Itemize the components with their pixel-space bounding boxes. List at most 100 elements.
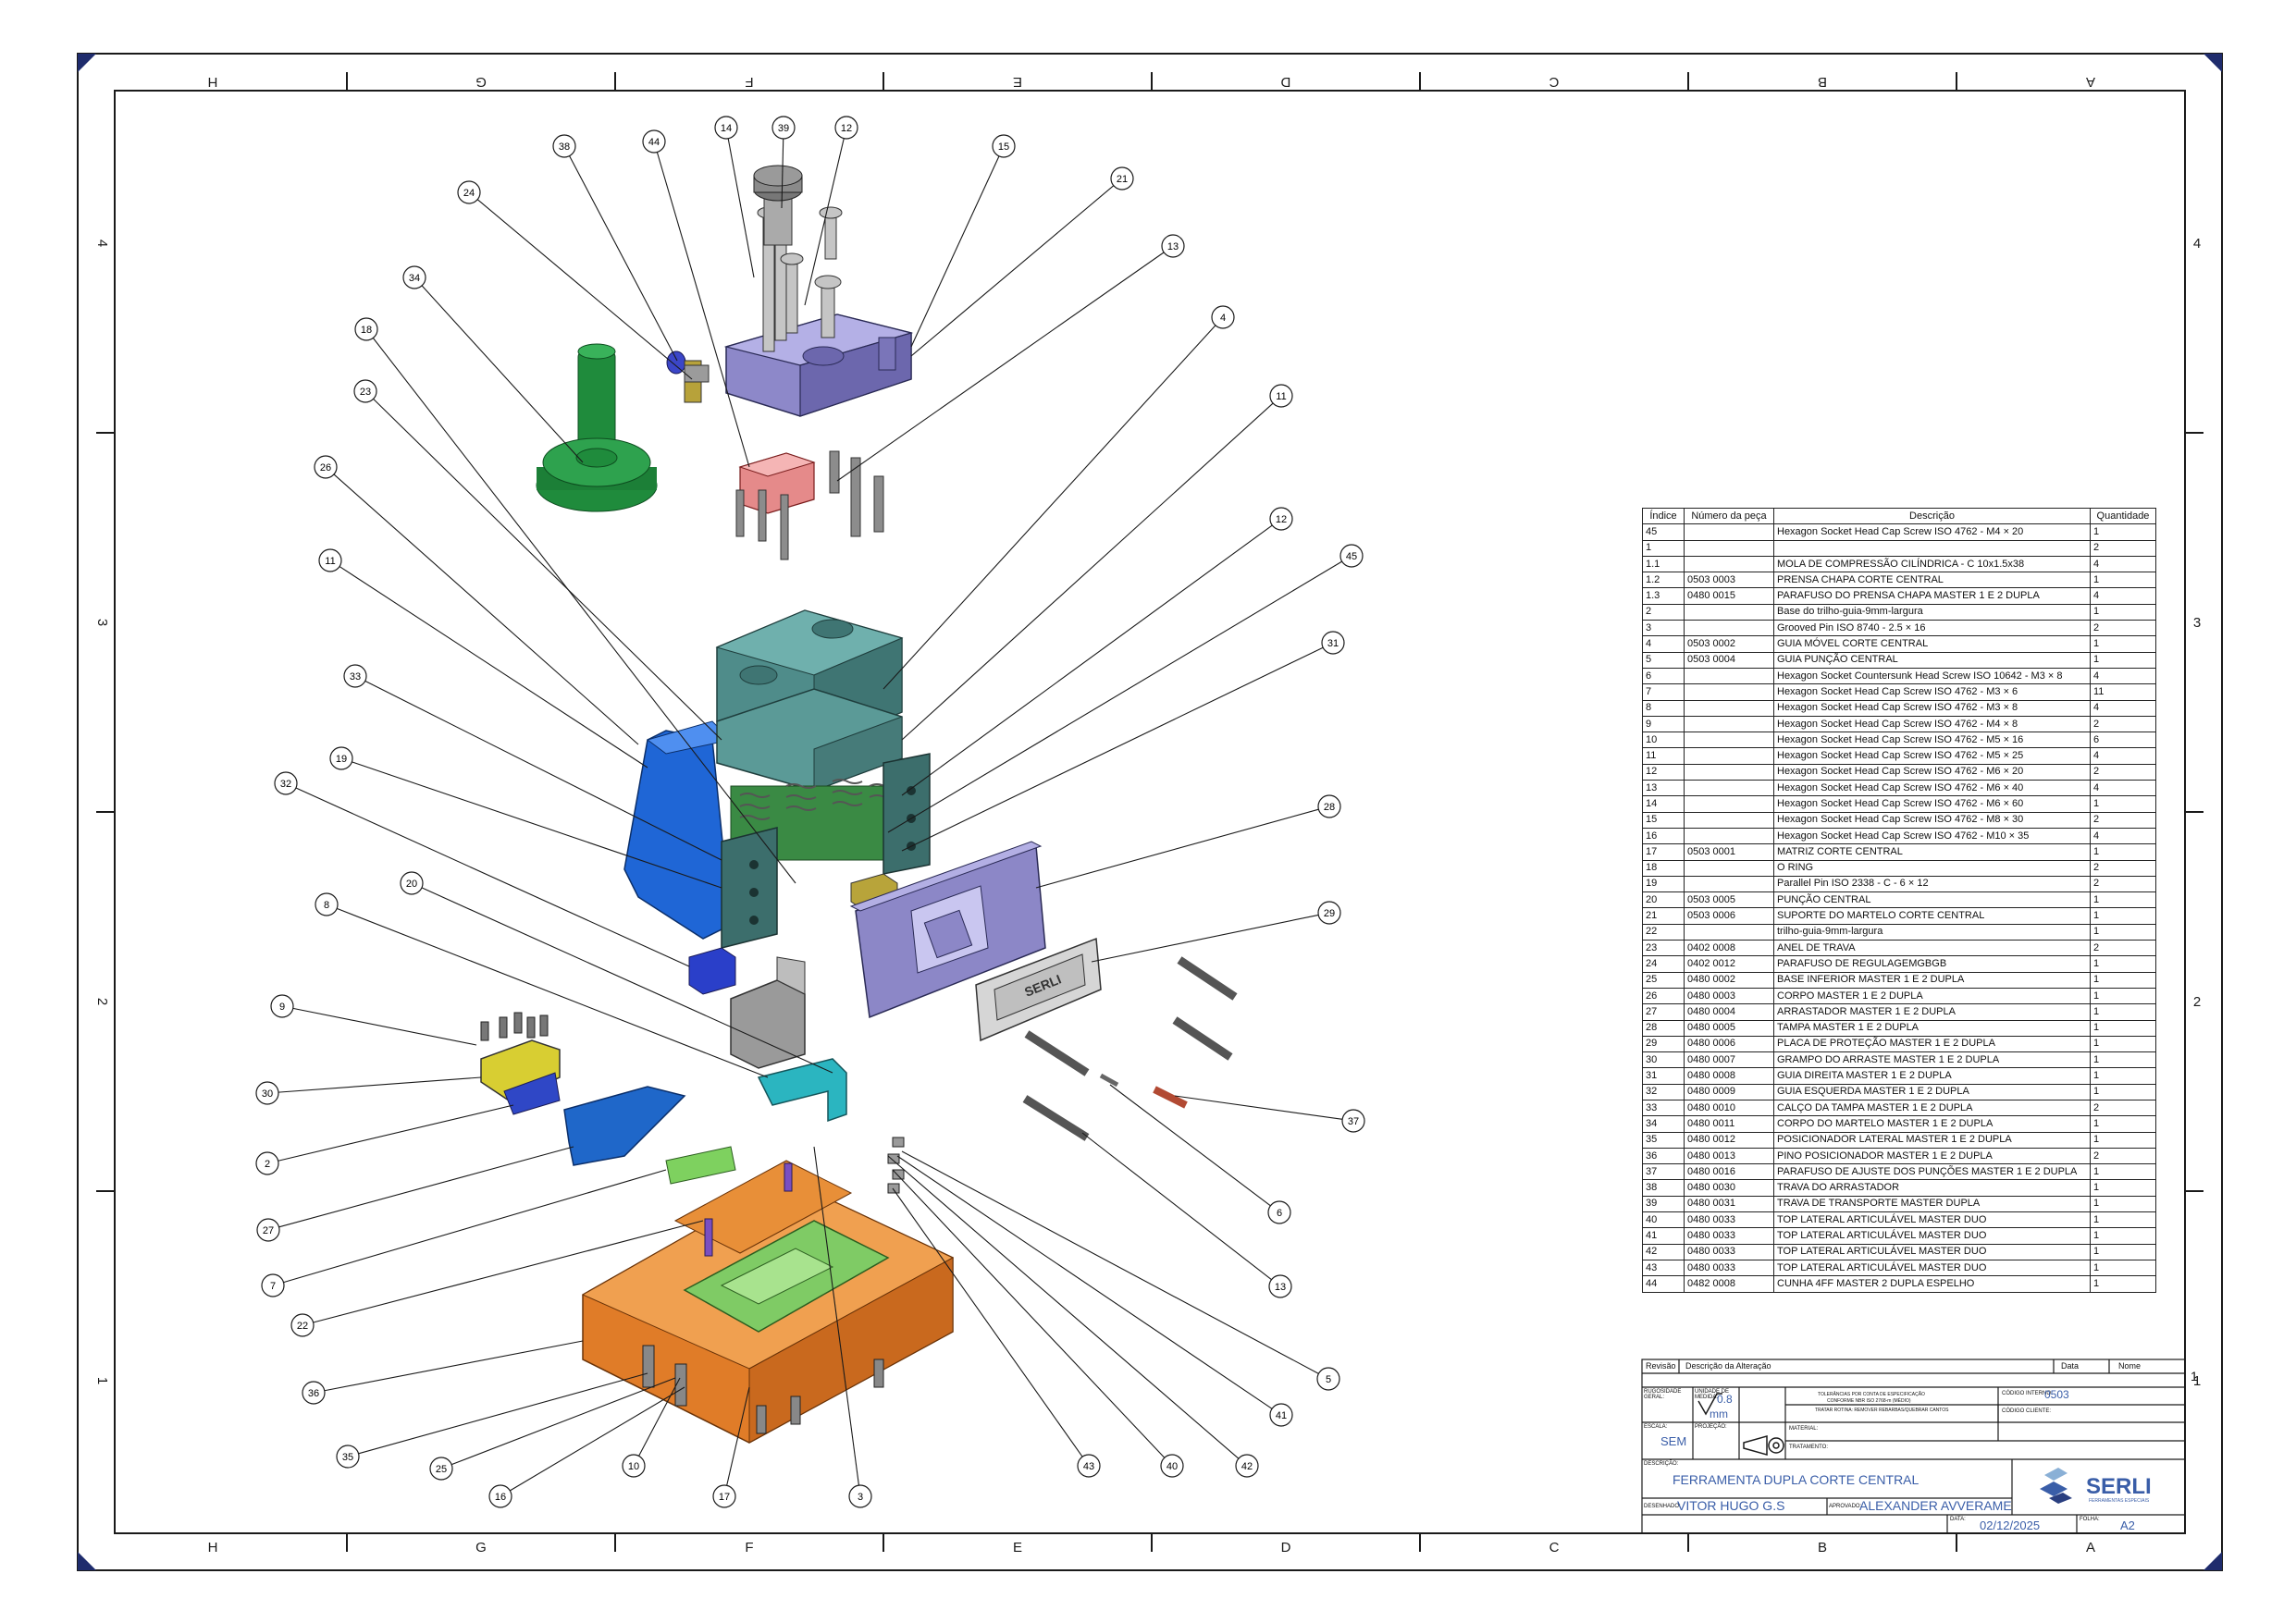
bom-cell-description: CUNHA 4FF MASTER 2 DUPLA ESPELHO [1773,1275,2091,1293]
bottom-screws [642,1345,884,1434]
bom-cell-part-number: 0482 0008 [1684,1275,1774,1293]
folha-value: A2 [2120,1518,2135,1532]
bom-col-index: Índice [1642,507,1685,525]
balloon-circle [552,134,576,158]
balloon-circle [1211,305,1235,329]
bom-cell-part-number: 0480 0033 [1684,1243,1774,1260]
balloon-number: 34 [409,273,420,284]
bom-cell-part-number: 0503 0006 [1684,907,1774,925]
zone-label-g: G [475,1540,487,1555]
screws-m4 [480,1012,549,1041]
zone-label-4: 4 [94,240,110,247]
balloon-circle [274,771,298,795]
leader-line [352,761,722,889]
zone-label-h: H [208,1540,218,1555]
aprovado-label: APROVADO: [1829,1504,1862,1509]
bom-cell-part-number: 0480 0033 [1684,1259,1774,1277]
leader-line [910,155,1000,348]
bom-cell-part-number: 0503 0005 [1684,891,1774,909]
leader-line [364,680,722,861]
bom-cell-index: 38 [1642,1179,1685,1197]
descricao-label: DESCRIÇÃO: [1644,1461,1679,1467]
balloon-circle [1269,384,1293,408]
balloon-number: 15 [998,141,1009,153]
leader-line [569,155,678,362]
balloon-circle [1321,631,1345,655]
leader-line [1174,1095,1343,1120]
projecao-label: PROJEÇÃO: [1695,1424,1727,1430]
balloon-circle [834,116,858,140]
leader-line [638,1377,681,1457]
balloon-circle [354,317,378,341]
leader-line [476,199,693,380]
balloon-number: 4 [1220,313,1226,324]
leader-line [883,325,1216,690]
zone-label-b: B [1818,74,1827,90]
zone-label-a: A [2086,1540,2095,1555]
bom-cell-part-number: 0480 0005 [1684,1019,1774,1037]
bom-cell-description: GUIA ESQUERDA MASTER 1 E 2 DUPLA [1773,1083,2091,1100]
balloon-circle [329,746,353,770]
zone-label-a: A [2086,74,2095,90]
bom-cell-part-number: 0503 0003 [1684,572,1774,589]
central-punch-part [730,956,806,1069]
balloon-number: 32 [280,779,291,790]
leader-line [324,1340,584,1392]
leader-line [292,1007,477,1046]
bom-cell-quantity: 2 [2090,763,2156,781]
cover-plate-part [849,841,1046,1019]
positioning-pins [704,1162,793,1257]
data-label: DATA: [1950,1517,1966,1522]
tratamento-label: TRATAMENTO: [1789,1445,1828,1450]
note-2: CONFORME NBR ISO 2768-m (MÉDIO) [1827,1398,1911,1404]
codigo-interno-label: CÓDIGO INTERNO: [2002,1391,2053,1396]
balloon-number: 11 [1276,391,1286,402]
leader-line [901,402,1274,741]
bom-cell-description: TRAVA DE TRANSPORTE MASTER DUPLA [1773,1195,2091,1213]
zone-label-2: 2 [94,998,110,1005]
balloon-number: 8 [324,900,329,911]
balloon-number: 45 [1346,551,1357,562]
leader-line [901,524,1273,796]
balloon-circle [1341,1109,1365,1133]
bom-cell-part-number: 0480 0002 [1684,971,1774,989]
zone-label-1: 1 [2193,1373,2201,1389]
balloon-number: 27 [263,1225,274,1236]
zone-label-c: C [1549,1540,1560,1555]
balloon-number: 6 [1277,1208,1282,1219]
bom-cell-index: 19 [1642,875,1685,893]
balloon-number: 22 [297,1321,308,1332]
balloon-circle [314,455,338,479]
balloon-circle [457,180,481,204]
rev-col-data: Data [2061,1361,2080,1371]
bom-col-quantity: Quantidade [2090,507,2156,525]
balloon-number: 40 [1167,1461,1178,1472]
balloon-circle [353,379,377,403]
balloon-number: 23 [360,387,371,398]
balloon-number: 16 [495,1492,506,1503]
brand-subtitle: FERRAMENTAS ESPECIAIS [2089,1498,2150,1504]
first-angle-projection-icon [1743,1435,1784,1456]
balloon-number: 38 [559,141,570,153]
rugosidade-value: 0.8 [1717,1393,1733,1406]
balloon-number: 33 [350,671,361,682]
balloon-circle [1077,1454,1101,1478]
matrix-part [683,1220,890,1333]
bom-cell-description: TOP LATERAL ARTICULÁVEL MASTER DUO [1773,1227,2091,1245]
balloon-circle [1317,794,1341,818]
rev-col-descricao: Descrição da Alteração [1685,1361,1771,1371]
bom-cell-description: PARAFUSO DE AJUSTE DOS PUNÇÕES MASTER 1 … [1773,1163,2091,1181]
adjust-screws-right [1022,956,1238,1141]
folha-label: FOLHA: [2080,1517,2100,1522]
bom-cell-part-number: 0480 0007 [1684,1051,1774,1069]
